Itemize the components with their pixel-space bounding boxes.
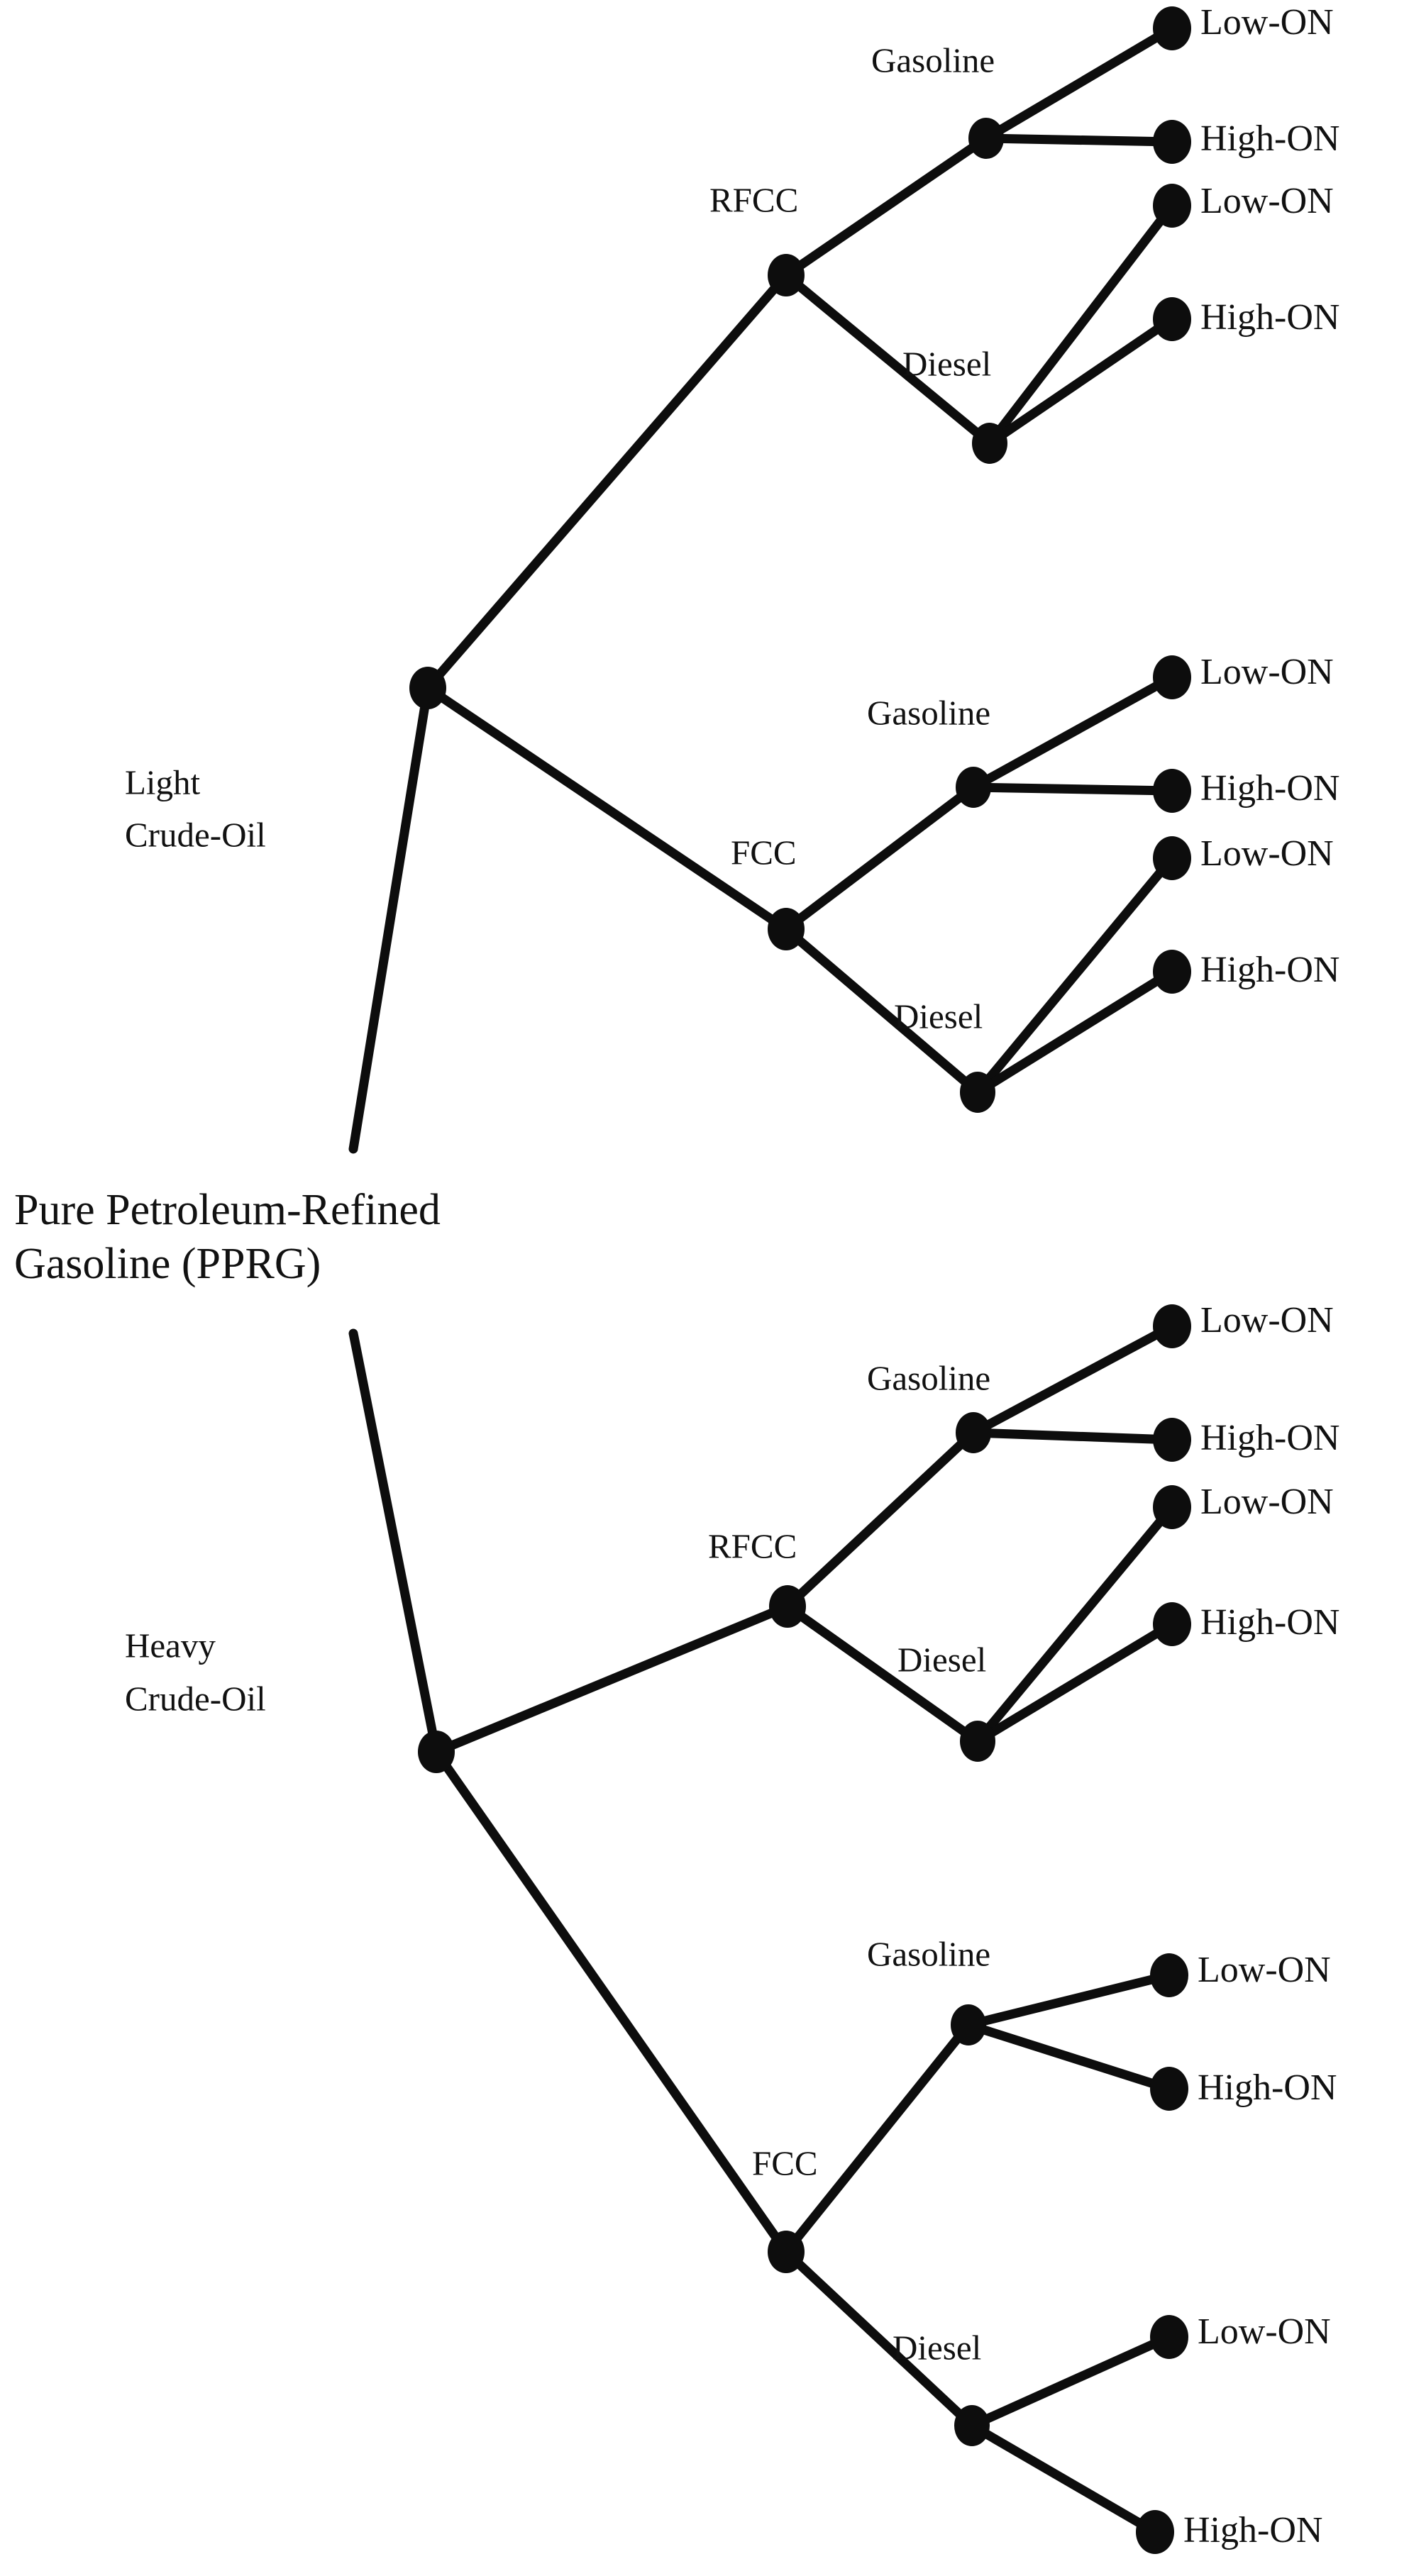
label-light-fcc: FCC xyxy=(731,833,797,872)
node-light-fcc[interactable] xyxy=(768,908,805,950)
label-leaf-12: High-ON xyxy=(1200,1602,1339,1643)
edge-light-fcc-gasoline-high xyxy=(968,782,1177,796)
edge-root-to-heavy xyxy=(348,1328,441,1757)
node-heavy-rfcc-diesel[interactable] xyxy=(960,1721,995,1762)
node-leaf-10[interactable] xyxy=(1153,1418,1191,1462)
node-heavy-fcc[interactable] xyxy=(768,2231,805,2273)
node-group xyxy=(409,6,1191,2554)
edge-heavy-fcc-gasoline-high xyxy=(963,2020,1174,2094)
node-heavy-crude-oil[interactable] xyxy=(418,1731,455,1773)
label-light-rfcc: RFCC xyxy=(709,180,798,219)
node-leaf-5[interactable] xyxy=(1153,655,1191,699)
label-heavy-fcc-gasoline: Gasoline xyxy=(867,1934,990,1973)
label-light-rfcc-diesel: Diesel xyxy=(902,344,991,383)
label-heavy-crude-oil-line1: Heavy xyxy=(125,1626,216,1665)
node-light-fcc-diesel[interactable] xyxy=(960,1072,995,1113)
edge-heavy-to-rfcc xyxy=(431,1601,792,1757)
label-heavy-crude-oil-line2: Crude-Oil xyxy=(125,1679,266,1718)
node-leaf-15[interactable] xyxy=(1150,2315,1188,2359)
edge-heavy-to-fcc xyxy=(431,1747,791,2257)
edge-light-to-rfcc xyxy=(423,270,791,693)
edge-light-rfcc-diesel-high xyxy=(985,314,1177,448)
node-heavy-fcc-gasoline[interactable] xyxy=(951,2004,986,2045)
label-leaf-1: Low-ON xyxy=(1200,2,1334,43)
node-light-rfcc-gasoline[interactable] xyxy=(968,118,1004,159)
edge-heavy-fcc-diesel-low xyxy=(967,2332,1174,2431)
label-leaf-4: High-ON xyxy=(1200,297,1339,338)
edge-root-to-light xyxy=(348,683,433,1154)
label-light-crude-oil-line2: Crude-Oil xyxy=(125,815,266,854)
label-light-fcc-diesel: Diesel xyxy=(894,996,983,1036)
edge-light-fcc-gasoline-low xyxy=(968,672,1177,792)
edge-heavy-rfcc-to-gasoline xyxy=(783,1428,978,1611)
edge-heavy-rfcc-gasoline-low xyxy=(968,1321,1177,1438)
node-light-rfcc-diesel[interactable] xyxy=(972,423,1007,464)
node-leaf-8[interactable] xyxy=(1153,950,1191,994)
label-leaf-8: High-ON xyxy=(1200,950,1339,990)
edge-heavy-rfcc-gasoline-high xyxy=(968,1428,1177,1445)
node-leaf-14[interactable] xyxy=(1150,2067,1188,2111)
edge-light-rfcc-to-gasoline xyxy=(781,133,991,280)
label-leaf-11: Low-ON xyxy=(1200,1482,1334,1522)
node-leaf-11[interactable] xyxy=(1153,1485,1191,1529)
label-leaf-10: High-ON xyxy=(1200,1418,1339,1458)
edge-light-fcc-diesel-high xyxy=(973,967,1177,1097)
label-group: Pure Petroleum-Refined Gasoline (PPRG) L… xyxy=(14,2,1339,2550)
label-light-fcc-gasoline: Gasoline xyxy=(867,693,990,732)
root-label-line1: Pure Petroleum-Refined xyxy=(14,1186,441,1234)
node-leaf-2[interactable] xyxy=(1153,120,1191,164)
label-heavy-rfcc-gasoline: Gasoline xyxy=(867,1358,990,1397)
edge-heavy-rfcc-to-diesel xyxy=(783,1601,983,1746)
node-leaf-1[interactable] xyxy=(1153,6,1191,50)
node-leaf-13[interactable] xyxy=(1150,1953,1188,1997)
label-leaf-3: Low-ON xyxy=(1200,181,1334,221)
edge-heavy-rfcc-diesel-low xyxy=(973,1502,1177,1746)
edge-heavy-fcc-gasoline-low xyxy=(963,1970,1174,2030)
edge-heavy-fcc-to-gasoline xyxy=(781,2020,973,2257)
label-leaf-14: High-ON xyxy=(1198,2067,1337,2108)
label-heavy-fcc: FCC xyxy=(752,2143,818,2182)
node-leaf-16[interactable] xyxy=(1136,2510,1174,2554)
node-heavy-fcc-diesel[interactable] xyxy=(954,2405,990,2446)
label-leaf-2: High-ON xyxy=(1200,118,1339,159)
label-light-rfcc-gasoline: Gasoline xyxy=(871,40,995,79)
node-heavy-rfcc[interactable] xyxy=(769,1585,806,1628)
node-leaf-3[interactable] xyxy=(1153,184,1191,228)
edge-heavy-rfcc-diesel-high xyxy=(973,1619,1177,1746)
label-leaf-7: Low-ON xyxy=(1200,833,1334,874)
edge-heavy-fcc-diesel-high xyxy=(967,2421,1160,2537)
label-heavy-rfcc: RFCC xyxy=(708,1526,797,1565)
edge-light-rfcc-gasoline-low xyxy=(981,23,1177,143)
label-leaf-15: Low-ON xyxy=(1198,2311,1331,2352)
edge-light-to-fcc xyxy=(423,683,791,934)
label-leaf-9: Low-ON xyxy=(1200,1300,1334,1340)
node-leaf-4[interactable] xyxy=(1153,297,1191,341)
node-leaf-7[interactable] xyxy=(1153,836,1191,880)
label-leaf-16: High-ON xyxy=(1183,2510,1322,2550)
node-light-crude-oil[interactable] xyxy=(409,667,446,709)
label-leaf-13: Low-ON xyxy=(1198,1950,1331,1990)
edge-light-fcc-diesel-low xyxy=(973,853,1177,1097)
node-light-fcc-gasoline[interactable] xyxy=(956,767,991,808)
edge-light-fcc-to-diesel xyxy=(781,924,983,1097)
node-leaf-12[interactable] xyxy=(1153,1602,1191,1646)
node-heavy-rfcc-gasoline[interactable] xyxy=(956,1412,991,1453)
root-label-line2: Gasoline (PPRG) xyxy=(14,1240,321,1288)
edge-heavy-fcc-to-diesel xyxy=(781,2247,977,2431)
node-leaf-6[interactable] xyxy=(1153,769,1191,813)
label-leaf-6: High-ON xyxy=(1200,768,1339,809)
edge-group xyxy=(348,23,1177,2537)
label-heavy-fcc-diesel: Diesel xyxy=(893,2328,981,2367)
label-leaf-5: Low-ON xyxy=(1200,652,1334,692)
node-leaf-9[interactable] xyxy=(1153,1304,1191,1348)
label-heavy-rfcc-diesel: Diesel xyxy=(897,1640,986,1679)
edge-light-rfcc-gasoline-high xyxy=(981,133,1177,147)
edge-light-fcc-to-gasoline xyxy=(781,782,978,934)
label-light-crude-oil-line1: Light xyxy=(125,762,201,801)
node-light-rfcc[interactable] xyxy=(768,254,805,296)
edge-light-rfcc-to-diesel xyxy=(781,270,995,448)
edge-light-rfcc-diesel-low xyxy=(985,201,1177,448)
